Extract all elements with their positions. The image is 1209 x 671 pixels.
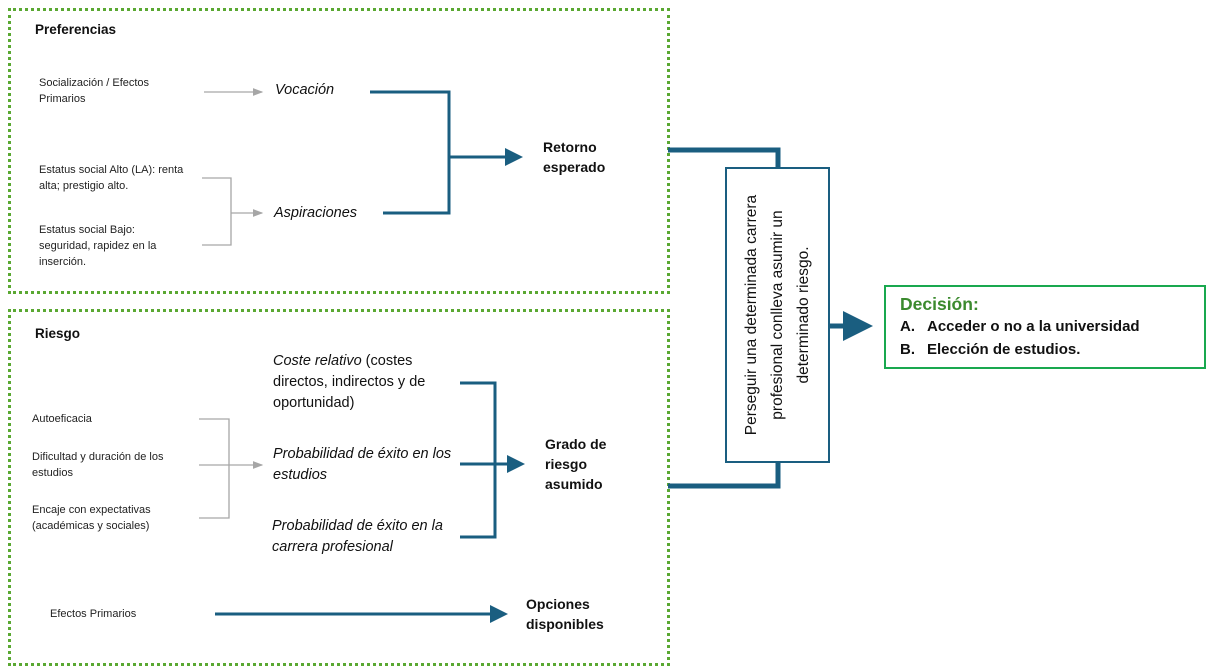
risk-title: Riesgo — [35, 326, 81, 341]
socialization-label: Socialización / Efectos Primarios — [39, 77, 150, 105]
retorno-to-synthesis — [668, 147, 781, 168]
cost-label-italic: Coste relativo — [273, 353, 362, 369]
options-label: Opciones disponibles — [526, 596, 604, 632]
preferences-bracket — [370, 90, 451, 215]
grado-to-synthesis — [668, 462, 781, 489]
decision-title: Decisión: — [900, 294, 979, 314]
synthesis-text: Perseguir una determinada carrera profes… — [742, 194, 812, 436]
cost-label-rest: (costes directos, indirectos y de oportu… — [273, 353, 426, 411]
retorno-esperado-label: Retorno esperado — [543, 139, 606, 175]
decision-item-label: Elección de estudios. — [927, 341, 1081, 358]
vocation-label: Vocación — [275, 82, 335, 98]
aspirations-label: Aspiraciones — [274, 205, 358, 221]
status-bracket — [202, 177, 232, 246]
risk-bracket — [460, 381, 497, 539]
self-efficacy-label: Autoeficacia — [32, 413, 92, 425]
primary-effects-label: Efectos Primarios — [50, 608, 137, 620]
grado-riesgo-label: Grado de riesgo asumido — [545, 436, 607, 492]
synthesis-box: Perseguir una determinada carrera profes… — [725, 167, 830, 463]
decision-item: A. Acceder o no a la universidad — [900, 315, 1204, 338]
preferences-title: Preferencias — [35, 22, 117, 37]
study-success-label: Probabilidad de éxito en los estudios — [273, 446, 452, 483]
decision-item: B. Elección de estudios. — [900, 338, 1204, 361]
decision-marker: A. — [900, 318, 915, 335]
low-status-label: Estatus social Bajo: seguridad, rapidez … — [39, 224, 157, 268]
decision-item-label: Acceder o no a la universidad — [927, 318, 1140, 335]
fit-label: Encaje con expectativas (académicas y so… — [32, 504, 151, 532]
risk-sources-bracket — [199, 418, 230, 519]
high-status-label: Estatus social Alto (LA): renta alta; pr… — [39, 164, 184, 192]
cost-label: Coste relativo (costes directos, indirec… — [273, 351, 458, 414]
decision-box: Decisión: A. Acceder o no a la universida… — [884, 285, 1206, 369]
difficulty-label: Dificultad y duración de los estudios — [32, 451, 164, 479]
decision-marker: B. — [900, 341, 915, 358]
career-success-label: Probabilidad de éxito en la carrera prof… — [272, 518, 443, 555]
